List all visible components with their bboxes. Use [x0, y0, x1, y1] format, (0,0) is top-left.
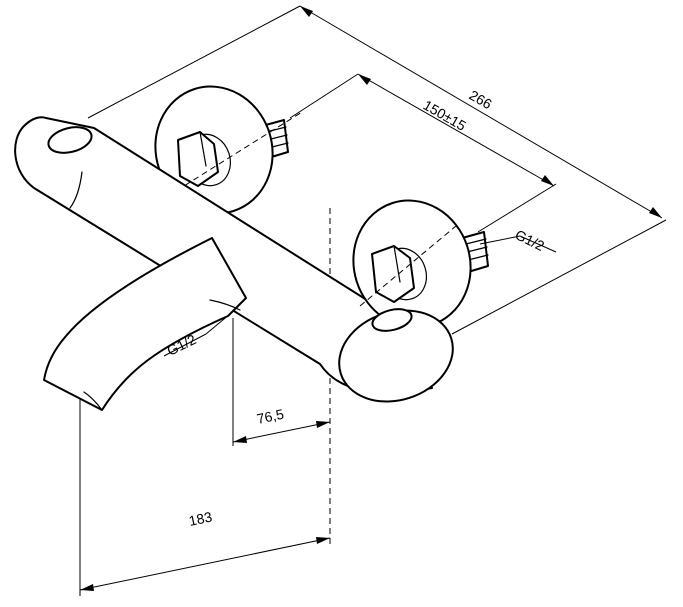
dimension-spout-projection: 183 — [79, 398, 331, 596]
right-end-cap — [338, 308, 454, 403]
left-inlet-assembly — [154, 85, 303, 215]
label-spout-offset: 76,5 — [255, 406, 285, 427]
label-inlet-thread: G1/2 — [513, 226, 547, 254]
spout — [43, 237, 247, 411]
label-inlet-spacing: 150±15 — [421, 97, 470, 134]
label-spout-projection: 183 — [187, 508, 213, 529]
callout-inlet-thread: G1/2 — [479, 226, 557, 254]
right-inlet-assembly — [352, 199, 489, 329]
dimension-spout-offset: 76,5 — [232, 208, 331, 548]
dimension-overall-length: 266 — [87, 5, 667, 335]
label-overall-length: 266 — [467, 87, 495, 113]
